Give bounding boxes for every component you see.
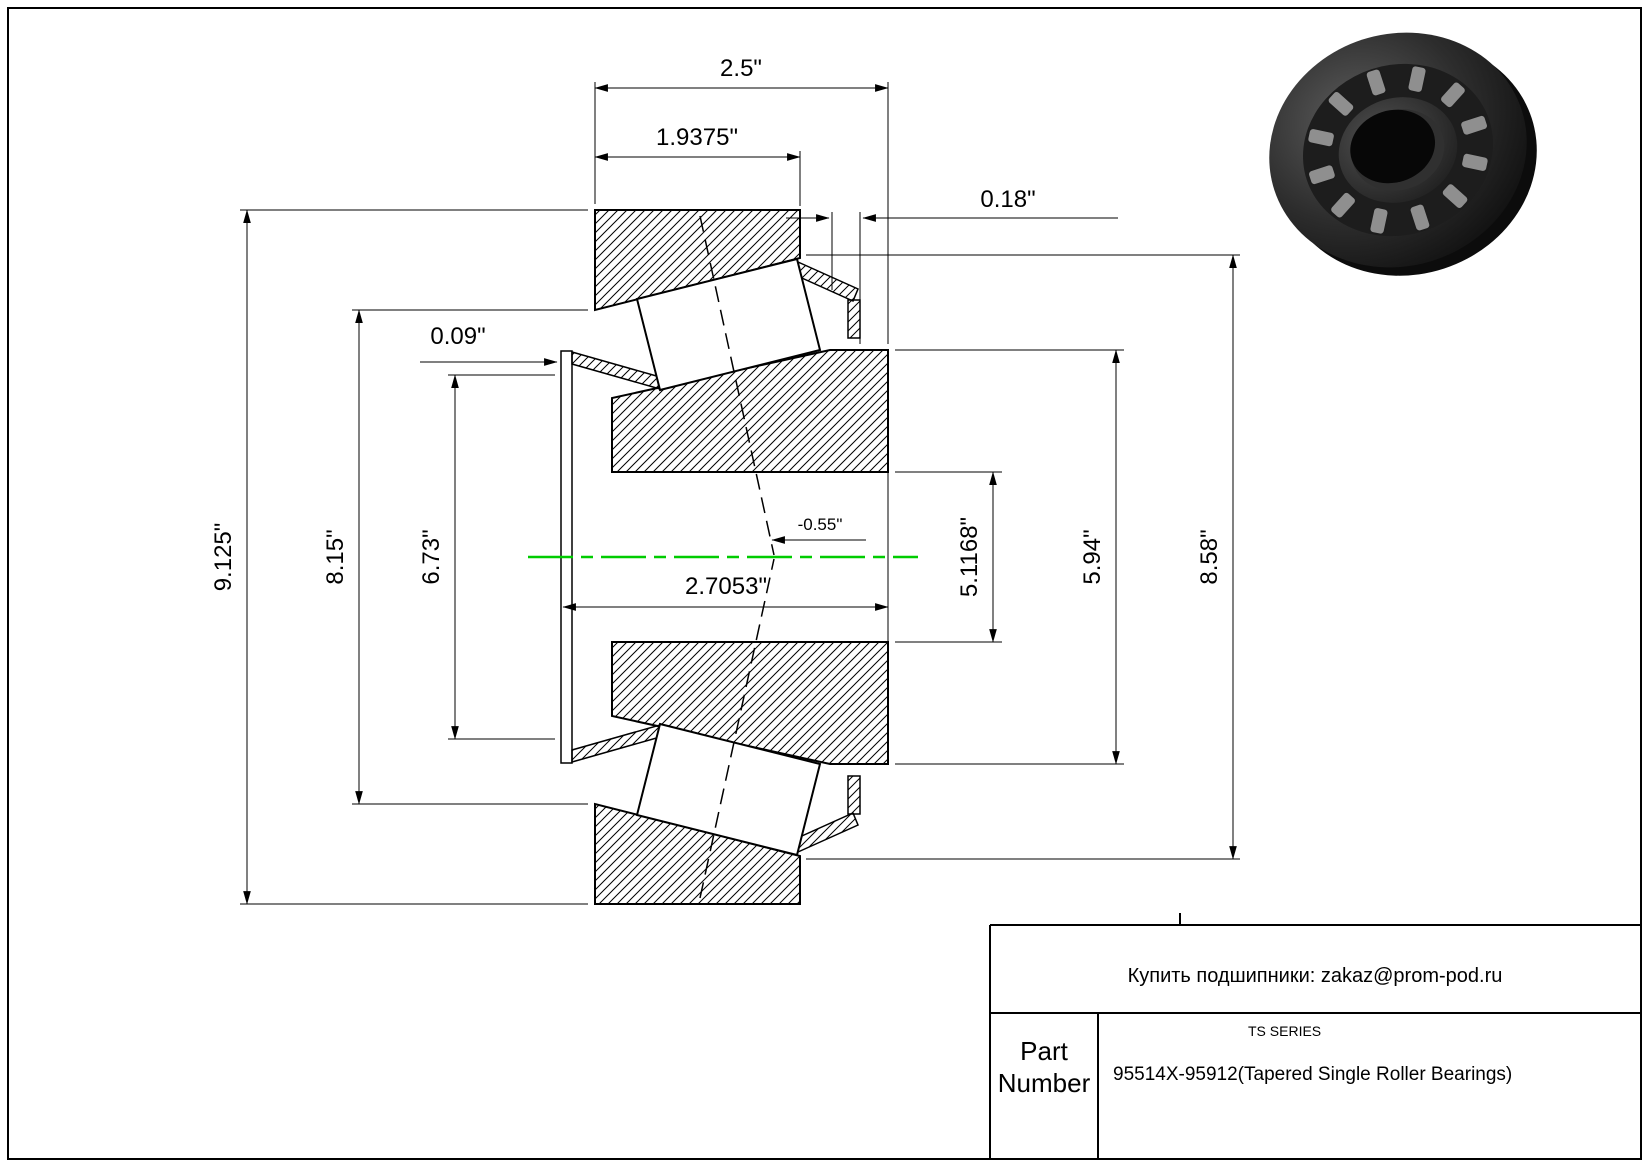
dim-cup-width — [594, 151, 801, 206]
cone-upper — [611, 349, 889, 473]
washer-flange-upper — [571, 351, 661, 390]
bearing-3d-bore-hole — [1350, 109, 1436, 184]
sheet-border — [7, 7, 1642, 1160]
dim-858 — [806, 254, 1240, 860]
roller-lower — [635, 722, 822, 857]
dim-standout-018 — [786, 212, 1118, 344]
dim-label-9-125: 9.125" — [210, 523, 237, 592]
dim-label-minus-0-55: -0.55" — [798, 515, 843, 534]
dim-label-2-5: 2.5" — [720, 55, 762, 82]
cup-upper — [594, 209, 801, 312]
cage-lower — [792, 775, 861, 854]
bearing-3d-render — [1269, 32, 1537, 276]
dim-label-5-94: 5.94" — [1079, 529, 1106, 584]
roller-axis-upper — [699, 215, 775, 556]
dimensions — [240, 82, 1240, 905]
bearing-3d-rollers — [1306, 64, 1490, 236]
dim-bore — [895, 471, 1002, 643]
dim-594 — [895, 349, 1124, 765]
cup-lower — [594, 802, 801, 905]
dim-815 — [352, 309, 588, 805]
dim-od-9125 — [240, 209, 588, 905]
dim-label-0-09: 0.09" — [430, 323, 485, 350]
dim-label-2-7053: 2.7053" — [685, 573, 767, 600]
cone-lower — [611, 641, 889, 765]
dim-overall-width — [594, 82, 889, 344]
dim-label-5-1168: 5.1168" — [956, 517, 983, 597]
dim-label-8-58: 8.58" — [1196, 529, 1223, 584]
washer-flange-lower — [571, 724, 661, 763]
title-block: Купить подшипники: zakaz@prom-pod.ru TS … — [989, 913, 1641, 1159]
part-number-text: 95514X-95912(Tapered Single Roller Beari… — [1113, 1064, 1512, 1085]
dim-label-0-18: 0.18" — [980, 186, 1035, 213]
roller-axis-lines — [699, 215, 775, 899]
part-label-line1: Part — [1020, 1036, 1068, 1066]
part-label-line2: Number — [998, 1068, 1091, 1098]
dim-label-8-15: 8.15" — [322, 529, 349, 584]
dim-label-1-9375: 1.9375" — [656, 124, 738, 151]
roller-upper — [635, 257, 822, 392]
dim-label-6-73: 6.73" — [418, 529, 445, 584]
title-block-lines — [989, 913, 1641, 1159]
dimension-labels: 2.5" 1.9375" 0.18" 0.09" 9.125" 8.15" 6.… — [210, 55, 1223, 600]
series-label: TS SERIES — [1248, 1023, 1321, 1039]
dim-673 — [448, 374, 555, 740]
contact-text: Купить подшипники: zakaz@prom-pod.ru — [1128, 965, 1503, 987]
dim-cone-width — [562, 472, 889, 642]
roller-axis-lower — [699, 558, 775, 899]
